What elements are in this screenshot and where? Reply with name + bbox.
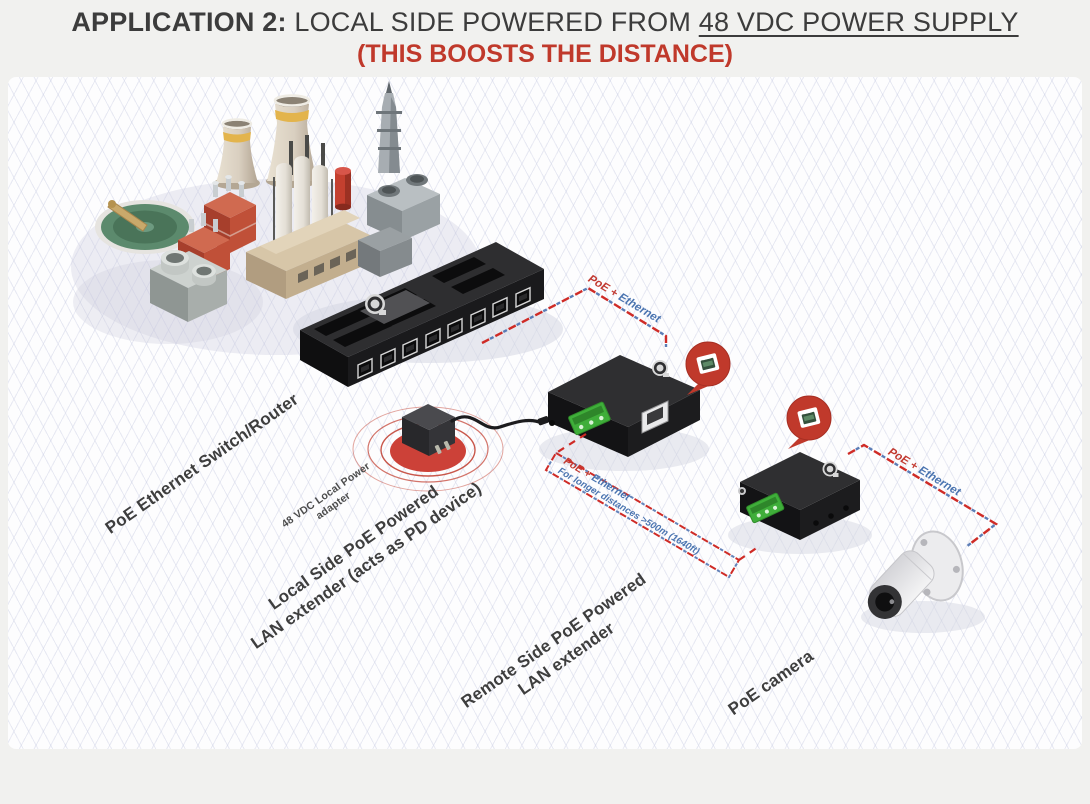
- switch-brand-logo: [365, 293, 386, 315]
- poe-camera: [867, 530, 964, 619]
- poe-switch: [300, 241, 544, 387]
- remote-terminal-block-green: [746, 492, 785, 523]
- page-title: APPLICATION 2: LOCAL SIDE POWERED FROM 4…: [0, 7, 1090, 38]
- page-subtitle: (THIS BOOSTS THE DISTANCE): [357, 40, 733, 69]
- remote-lan-extender: [738, 451, 860, 540]
- power-adapter: [352, 403, 550, 492]
- link1-cable: [481, 286, 668, 347]
- switch-logo-plate: [360, 289, 430, 324]
- main-building: [246, 209, 412, 299]
- remote-brand-logo: [822, 461, 839, 477]
- title-main: LOCAL SIDE POWERED FROM: [286, 7, 699, 37]
- ethernet-bubble-icon-2: [786, 395, 832, 450]
- title-block: APPLICATION 2: LOCAL SIDE POWERED FROM 4…: [0, 0, 1090, 69]
- fan-building: [150, 249, 227, 322]
- power-plant-illustration: [95, 80, 440, 322]
- cooling-tower-1: [214, 118, 260, 190]
- local-lan-extender: [548, 354, 700, 457]
- link2-cable: [544, 432, 759, 579]
- dc-power-cable: [450, 415, 544, 430]
- link3-cable: [847, 443, 999, 548]
- diagram-panel: PoE Ethernet Switch/Router 48 VDC Local …: [8, 76, 1082, 749]
- title-underlined: 48 VDC POWER SUPPLY: [698, 7, 1019, 37]
- tall-tower: [376, 80, 402, 173]
- clarifier-pool: [95, 199, 195, 254]
- title-prefix: APPLICATION 2:: [71, 7, 287, 37]
- terminal-block-green: [568, 401, 611, 435]
- diagram-canvas: [71, 80, 999, 633]
- red-vessel: [335, 166, 351, 211]
- stacks: [289, 134, 325, 179]
- extender-brand-logo: [652, 359, 669, 377]
